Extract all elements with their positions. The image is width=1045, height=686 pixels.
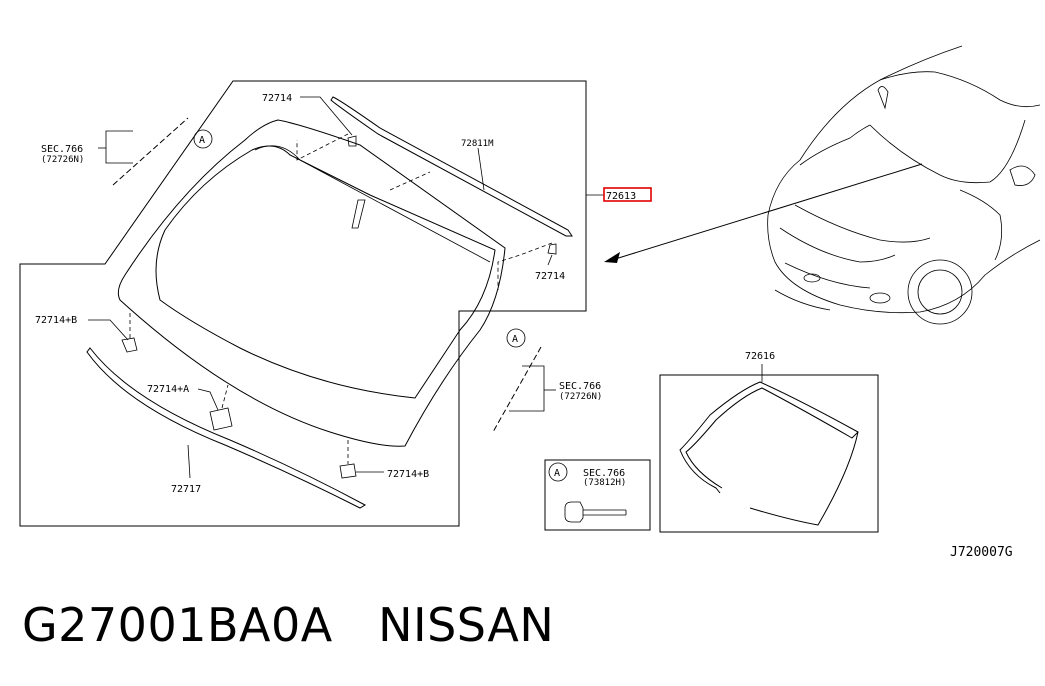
label-sec766-mid-2: (72726N)	[559, 392, 602, 402]
leader-72714-right	[547, 254, 553, 266]
part-number: G27001BA0A	[22, 598, 333, 652]
pointer-arrow-head	[604, 252, 620, 263]
label-sec766-mid-1: SEC.766	[559, 381, 601, 392]
callout-a-left-circle	[193, 129, 213, 149]
shade-band-line	[254, 145, 491, 263]
label-72616: 72616	[745, 351, 775, 362]
callout-a-mid: A	[512, 334, 518, 345]
pointer-arrow-line	[611, 163, 923, 261]
leader-72714a	[197, 388, 219, 411]
label-sec766-box-1: SEC.766	[583, 468, 625, 479]
strip-mid-72726n	[492, 346, 542, 433]
callout-a-box-circle	[548, 462, 568, 482]
main-group-outline	[19, 80, 587, 527]
callout-a-mid-circle	[506, 328, 526, 348]
dash-72714a	[221, 384, 229, 409]
weatherstrip-box	[659, 374, 879, 533]
clip-72714-top	[347, 135, 357, 147]
leader-72714-top	[300, 96, 353, 136]
part-caption: G27001BA0A NISSAN	[22, 598, 554, 652]
fastener-box	[544, 459, 651, 531]
highlight-box-72613	[603, 187, 652, 202]
dash-center	[389, 171, 431, 191]
vehicle-illustration	[767, 45, 1041, 325]
callout-a-box: A	[554, 468, 560, 479]
brand-name: NISSAN	[378, 598, 555, 652]
label-72714b-bottom: 72714+B	[387, 469, 429, 480]
label-72714b-left: 72714+B	[35, 315, 77, 326]
strip-left-72726n	[112, 117, 189, 186]
clip-72714a	[209, 407, 233, 431]
label-72714-top: 72714	[262, 93, 292, 104]
callout-a-left: A	[199, 135, 205, 146]
leader-72714b-left	[88, 319, 129, 341]
clip-72714b-left	[121, 337, 138, 353]
label-72717: 72717	[171, 484, 201, 495]
weatherstrip-72616	[679, 381, 859, 526]
windshield-glass	[117, 119, 506, 447]
bracket-left	[105, 130, 133, 164]
label-72714-right: 72714	[535, 271, 565, 282]
leader-72811m	[477, 147, 485, 191]
rivet-icon	[564, 501, 627, 523]
windshield-inner-area	[155, 145, 496, 399]
dash-72714-top	[296, 133, 349, 161]
clip-72714b-bottom	[339, 463, 357, 479]
molding-72811m	[330, 96, 573, 237]
bracket-mid	[509, 365, 545, 412]
label-72811m: 72811M	[461, 139, 494, 149]
label-sec766-box-2: (73812H)	[583, 478, 626, 488]
drawing-code: J720007G	[950, 545, 1013, 560]
label-72613: 72613	[606, 191, 636, 202]
mirror-mount	[351, 199, 366, 229]
clip-72714-right	[547, 243, 557, 255]
dash-72714-right	[497, 242, 553, 290]
label-sec766-left-2: (72726N)	[41, 155, 84, 165]
molding-72717	[86, 347, 367, 509]
label-sec766-left-1: SEC.766	[41, 144, 83, 155]
leader-72717	[187, 444, 191, 479]
label-72714a: 72714+A	[147, 384, 189, 395]
